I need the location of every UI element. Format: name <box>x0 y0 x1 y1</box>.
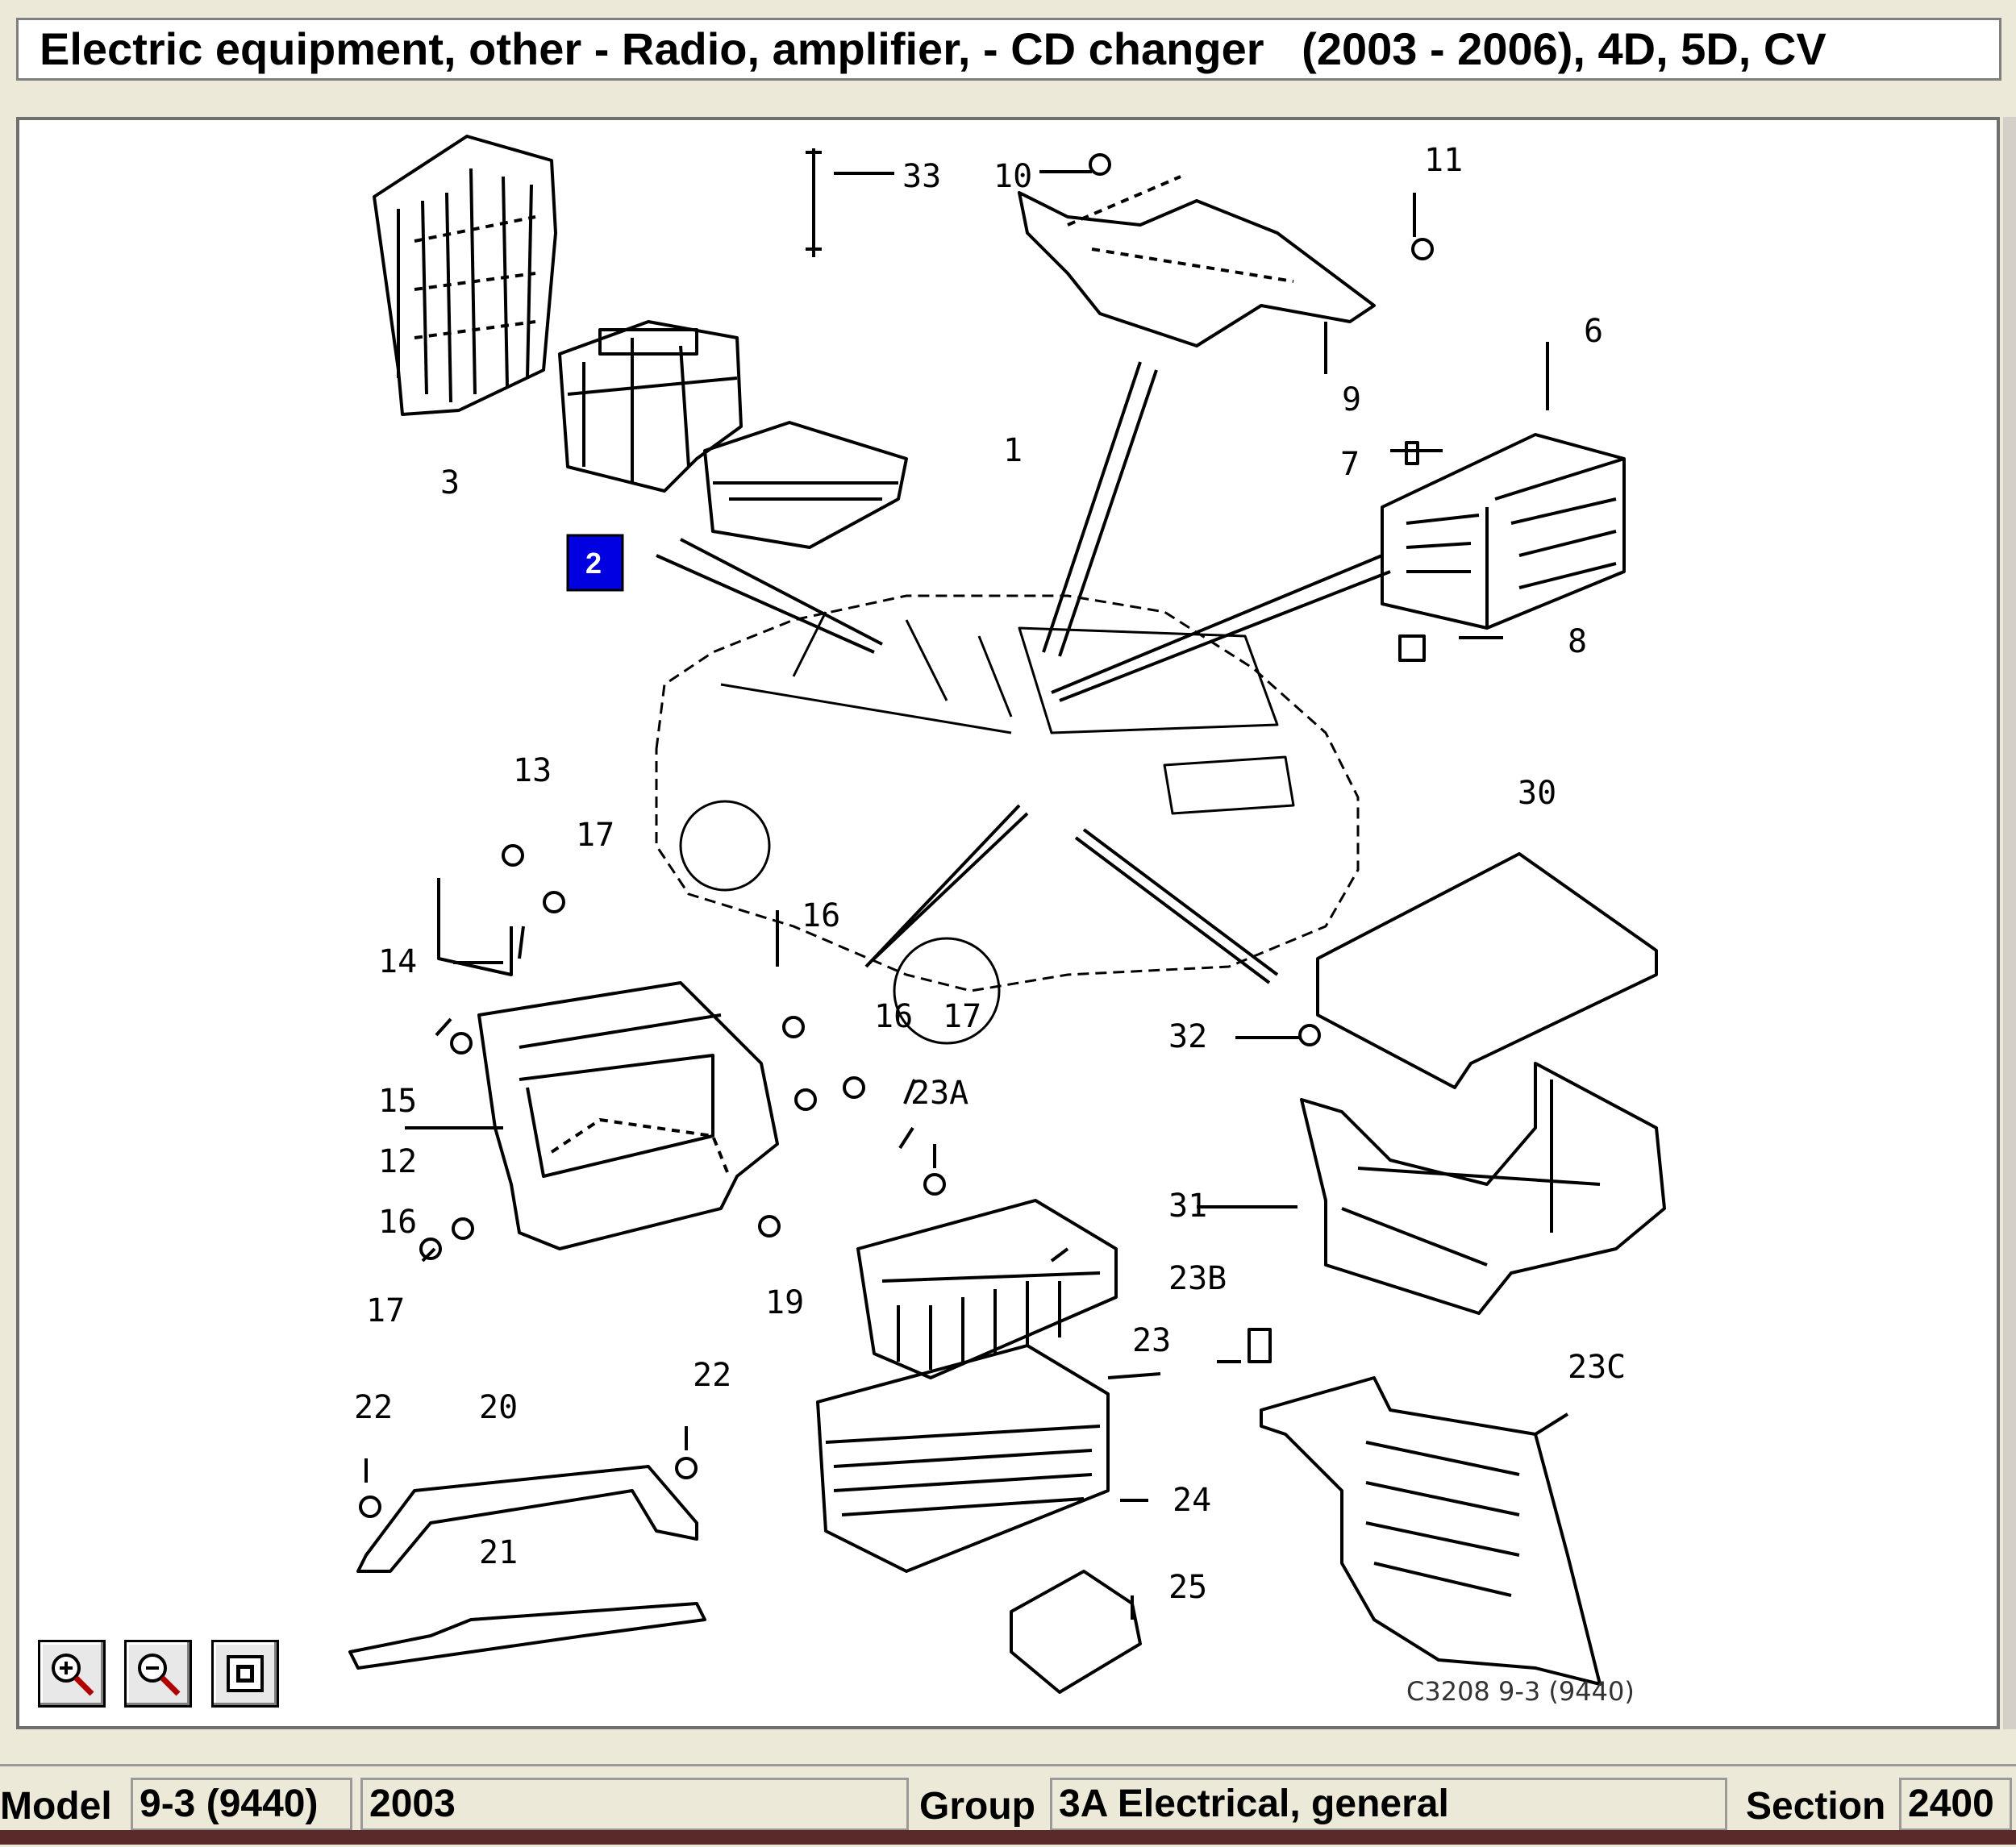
callout-16b: 16 <box>874 998 913 1035</box>
callout-15: 15 <box>378 1083 417 1120</box>
callout-3: 3 <box>440 464 460 501</box>
callout-14: 14 <box>378 943 417 980</box>
callout-32: 32 <box>1168 1018 1207 1055</box>
callout-17c: 17 <box>366 1292 405 1329</box>
fit-to-window-icon <box>227 1655 264 1692</box>
callout-7: 7 <box>1340 446 1360 483</box>
status-bar: Model 9-3 (9440) 2003 Group 3A Electrica… <box>0 1764 2016 1847</box>
bar-21-part <box>348 1602 706 1670</box>
cd-changer-unit-part <box>1381 433 1626 662</box>
year-field: 2003 <box>360 1778 909 1831</box>
callout-10: 10 <box>993 158 1032 195</box>
callout-21: 21 <box>479 1534 518 1571</box>
callout-6: 6 <box>1584 313 1603 350</box>
bar-20-part <box>356 1465 698 1573</box>
callout-19: 19 <box>765 1284 804 1321</box>
bracket-assembly-part <box>1300 1062 1666 1315</box>
callout-11: 11 <box>1424 142 1463 179</box>
callout-20: 20 <box>479 1389 518 1426</box>
fit-to-window-button[interactable] <box>211 1640 279 1708</box>
shelf-bracket-part <box>1018 153 1434 347</box>
callout-12: 12 <box>378 1143 417 1180</box>
diagram-reference: C3208 9-3 (9440) <box>1406 1676 1635 1707</box>
callout-33: 33 <box>902 158 941 195</box>
callout-labels: 1 3 6 7 8 9 10 11 12 13 14 15 16 16 16 1… <box>354 142 1626 1606</box>
parts-diagram-viewer[interactable]: 1 3 6 7 8 9 10 11 12 13 14 15 16 16 16 1… <box>16 117 2000 1729</box>
svg-text:2: 2 <box>585 547 602 580</box>
section-label: Section <box>1746 1785 1886 1828</box>
callout-23A: 23A <box>910 1075 968 1112</box>
console-housing-part <box>373 135 557 416</box>
sensor-part <box>1010 1570 1142 1694</box>
callout-1: 1 <box>1003 432 1023 469</box>
model-field: 9-3 (9440) <box>131 1778 352 1831</box>
cd-slot-unit-part <box>703 421 908 549</box>
group-field: 3A Electrical, general <box>1050 1778 1727 1831</box>
callout-23: 23 <box>1132 1322 1171 1359</box>
callout-17b: 17 <box>943 998 981 1035</box>
zoom-out-icon <box>138 1654 181 1696</box>
callout-16a: 16 <box>802 897 840 934</box>
callout-16c: 16 <box>378 1204 417 1241</box>
callout-13: 13 <box>513 752 552 789</box>
callout-24: 24 <box>1173 1482 1211 1519</box>
mounting-frame-part <box>419 844 865 1260</box>
radio-module-part <box>856 1173 1272 1379</box>
exploded-parts-diagram: 1 3 6 7 8 9 10 11 12 13 14 15 16 16 16 1… <box>348 135 1666 1707</box>
callout-23C: 23C <box>1568 1349 1626 1386</box>
callout-30: 30 <box>1518 775 1556 812</box>
highlighted-callout-2[interactable]: 2 <box>566 534 624 592</box>
radio-head-unit-part <box>558 320 743 493</box>
leader-lines <box>656 361 1391 984</box>
callout-31: 31 <box>1168 1188 1207 1225</box>
callout-17a: 17 <box>576 817 614 854</box>
zoom-in-button[interactable] <box>38 1640 106 1708</box>
callout-22b: 22 <box>354 1389 393 1426</box>
callout-8: 8 <box>1568 623 1587 660</box>
zoom-out-button[interactable] <box>124 1640 192 1708</box>
zoom-in-icon <box>52 1654 94 1696</box>
tray-part <box>1316 852 1658 1089</box>
car-outline <box>655 594 1360 1045</box>
group-label: Group <box>919 1785 1035 1828</box>
callout-23B: 23B <box>1168 1260 1227 1297</box>
window-bottom-edge <box>0 1830 2016 1845</box>
vertical-scrollbar[interactable] <box>2003 117 2016 1729</box>
antenna-cable-part <box>806 148 822 257</box>
callout-22a: 22 <box>693 1357 731 1394</box>
model-label: Model <box>0 1785 112 1828</box>
callout-25: 25 <box>1168 1569 1207 1606</box>
amplifier-23c-part <box>1260 1376 1602 1686</box>
section-field: 2400 <box>1899 1778 2012 1831</box>
window-title: Electric equipment, other - Radio, ampli… <box>16 18 2001 81</box>
amplifier-unit-part <box>816 1344 1110 1573</box>
callout-9: 9 <box>1342 381 1361 418</box>
